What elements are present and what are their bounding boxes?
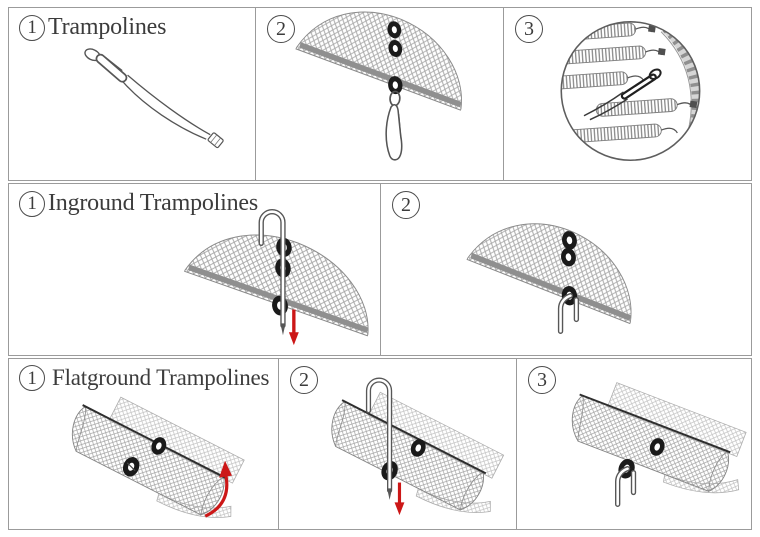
section-flatground-trampolines: 1 Flatground Trampolines 2 (8, 358, 752, 530)
panel-trampolines-step3: 3 (503, 8, 749, 180)
down-arrow-icon (288, 332, 299, 346)
curved-lift-arrow-icon (219, 460, 232, 478)
panel-flatground-step2: 2 (278, 359, 516, 529)
section-title-text: Flatground Trampolines (52, 365, 270, 390)
panel-flatground-step1: 1 Flatground Trampolines (9, 359, 278, 529)
section-trampolines: 1 Trampolines 2 (8, 7, 752, 181)
step-number-badge: 3 (515, 15, 543, 43)
section-title-text: Trampolines (48, 14, 167, 40)
section-title-inground: 1 Inground Trampolines (19, 190, 258, 217)
step-number-badge: 2 (392, 191, 420, 219)
springs-attachment-detail-drawing (560, 21, 701, 162)
down-arrow-icon (394, 502, 405, 516)
section-title-flatground: 1 Flatground Trampolines (19, 365, 270, 391)
section-inground-trampolines: 1 Inground Trampolines 2 (8, 183, 752, 356)
net-with-anchor-hook-pin-drawing (9, 184, 380, 346)
rolled-net-with-anchor-hook-pin-drawing (317, 377, 516, 529)
net-with-u-pin-drawing (381, 184, 750, 355)
section-title-text: Inground Trampolines (48, 190, 259, 216)
panel-trampolines-step2: 2 (255, 8, 503, 180)
step-number-badge: 2 (267, 15, 295, 43)
instruction-sheet: 1 Trampolines 2 (8, 7, 752, 530)
step-number-badge: 3 (528, 366, 556, 394)
elastic-loop-with-snap-hook-drawing (84, 48, 224, 149)
step-number-badge: 2 (290, 366, 318, 394)
step-number-badge: 1 (19, 190, 45, 217)
panel-trampolines-step1: 1 Trampolines (9, 8, 255, 180)
panel-inground-step1: 1 Inground Trampolines (9, 184, 380, 355)
step-number-badge: 1 (19, 365, 45, 391)
panel-inground-step2: 2 (380, 184, 750, 355)
step-number-badge: 1 (19, 14, 45, 41)
panel-flatground-step3: 3 (516, 359, 749, 529)
section-title-trampolines: 1 Trampolines (19, 14, 166, 41)
rolled-net-with-lift-arrow-drawing (57, 382, 258, 529)
